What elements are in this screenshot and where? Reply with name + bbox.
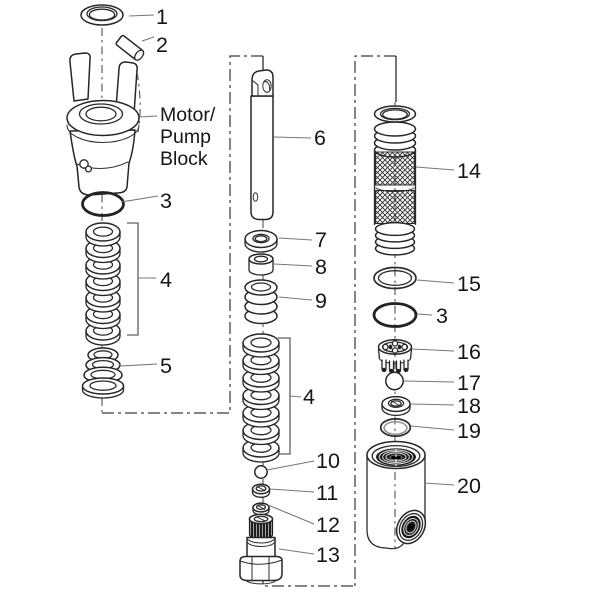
part-14-pump-cylinder [373,105,417,256]
leader-18 [409,403,455,406]
part-4-packing-stack-middle [242,333,280,463]
callout-3-right: 3 [436,304,448,328]
block-hidden-edge [136,71,141,133]
part-1-retainer-washer [80,4,124,26]
leader-motor-pump-block [139,115,158,118]
motor-pump-block [66,52,141,196]
part-10-ball [254,465,268,479]
leader-14 [415,166,455,171]
part-7-washer [244,229,278,253]
leader-11 [269,488,315,493]
part-5-spring-stack [81,347,125,399]
leader-6 [273,136,312,139]
part-2-pin [115,34,145,61]
callout-9: 9 [315,289,327,313]
callout-18: 18 [457,394,481,418]
part-9-spring [244,279,278,325]
right-boundary [354,55,396,586]
callout-2: 2 [156,33,168,57]
callout-17: 17 [457,371,481,395]
part-3-oring-right [372,302,418,328]
leader-13 [278,548,315,555]
part-8-gland [248,253,274,276]
callout-14: 14 [457,159,481,183]
callout-13: 13 [316,543,340,567]
leader-17 [403,380,455,383]
callout-5: 5 [160,354,172,378]
callout-1: 1 [156,5,168,29]
part-11-seat [251,483,271,498]
part-17-ball [385,371,404,391]
leader-3-left [120,195,159,203]
callout-15: 15 [457,272,481,296]
part-15-oring [373,266,417,290]
block-label-line3: Block [160,148,208,170]
leader-15 [416,279,455,284]
block-label-line1: Motor/ [160,104,216,126]
part-18-seat-washer [381,395,411,417]
middle-boundary [229,55,263,413]
callout-4-left: 4 [160,268,172,292]
bracket-4-left [127,222,139,336]
part-6-displacement-rod [250,69,274,221]
callout-12: 12 [316,513,340,537]
leader-lines [120,14,455,555]
callout-labels: 1 2 Motor/ Pump Block 3 4 5 6 7 8 9 4 10… [156,5,481,567]
leader-10 [266,460,315,471]
part-16-ball-guide-cage [377,339,413,374]
part-20-foot-valve-housing [366,440,427,550]
callout-11: 11 [316,481,338,505]
leader-8 [273,263,313,267]
leader-4-middle [289,395,302,398]
callout-16: 16 [457,340,481,364]
callout-8: 8 [315,255,327,279]
leader-3-right [416,313,433,316]
callout-19: 19 [457,419,481,443]
leader-9 [278,296,313,301]
leader-5 [120,363,158,367]
leader-12 [267,504,315,525]
callout-3-left: 3 [160,189,172,213]
leader-1 [128,14,155,17]
leader-19 [410,425,455,431]
part-13-intake-valve [239,513,283,585]
part-12-seal [252,502,270,516]
leader-20 [423,482,455,486]
part-3-oring-left [81,191,125,217]
leader-16 [411,348,455,352]
callout-10: 10 [316,449,340,473]
callout-7: 7 [315,228,327,252]
leader-2 [141,36,155,42]
leader-7 [278,237,313,241]
callout-4-middle: 4 [303,385,315,409]
callout-20: 20 [457,474,481,498]
callout-6: 6 [314,126,326,150]
bracket-4-middle [278,337,291,455]
part-4-packing-stack-left [85,222,121,346]
part-19-gasket [379,418,412,437]
block-label-line2: Pump [160,126,211,148]
